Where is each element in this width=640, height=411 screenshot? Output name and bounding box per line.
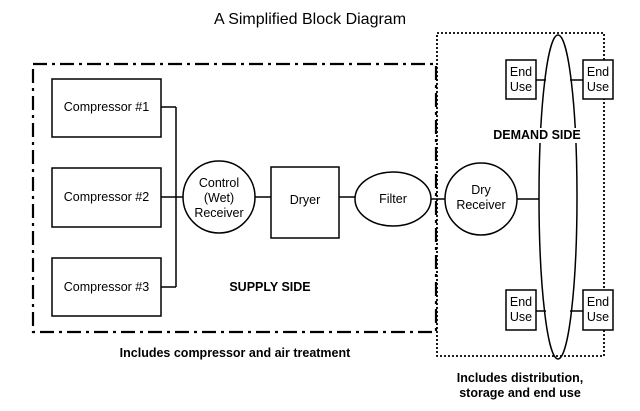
dry-receiver-line2: Receiver xyxy=(456,198,506,212)
control-receiver-label: Control (Wet) Receiver xyxy=(183,176,255,221)
filter-label: Filter xyxy=(379,192,407,206)
compressor-2-label: Compressor #2 xyxy=(63,190,150,204)
demand-side-boundary xyxy=(436,32,605,357)
supply-caption: Includes compressor and air treatment xyxy=(119,346,351,360)
end-use-label-top-left: End Use xyxy=(509,65,533,94)
compressor-3-label: Compressor #3 xyxy=(63,280,150,294)
control-receiver-line2: (Wet) xyxy=(203,191,235,205)
control-receiver-line3: Receiver xyxy=(194,206,244,220)
distribution-loop xyxy=(538,34,578,360)
diagram-title: A Simplified Block Diagram xyxy=(213,11,407,28)
demand-caption-line1: Includes distribution, xyxy=(456,371,584,385)
end-use-box-bottom-right xyxy=(582,289,614,331)
end-use-label-top-right: End Use xyxy=(586,65,610,94)
end-use-connectors xyxy=(536,79,583,312)
dry-receiver-label: Dry Receiver xyxy=(445,183,517,213)
end-use-label-bottom-right: End Use xyxy=(586,295,610,324)
compressor-1-label: Compressor #1 xyxy=(63,100,150,114)
end-use-box-bottom-left xyxy=(505,289,537,331)
end-use-label-bottom-left: End Use xyxy=(509,295,533,324)
control-receiver-line1: Control xyxy=(198,176,240,190)
demand-caption-line2: storage and end use xyxy=(459,386,581,400)
compressor-1-box xyxy=(51,78,162,138)
dryer-label: Dryer xyxy=(289,193,321,207)
demand-caption: Includes distribution, storage and end u… xyxy=(430,371,610,401)
demand-side-label: DEMAND SIDE xyxy=(480,128,594,143)
dryer-box xyxy=(270,166,340,239)
compressor-2-box xyxy=(51,167,162,228)
supply-side-label: SUPPLY SIDE xyxy=(229,280,311,294)
dry-receiver-line1: Dry xyxy=(471,183,491,197)
compressor-header-piping xyxy=(161,106,183,288)
supply-side-boundary xyxy=(31,62,438,334)
